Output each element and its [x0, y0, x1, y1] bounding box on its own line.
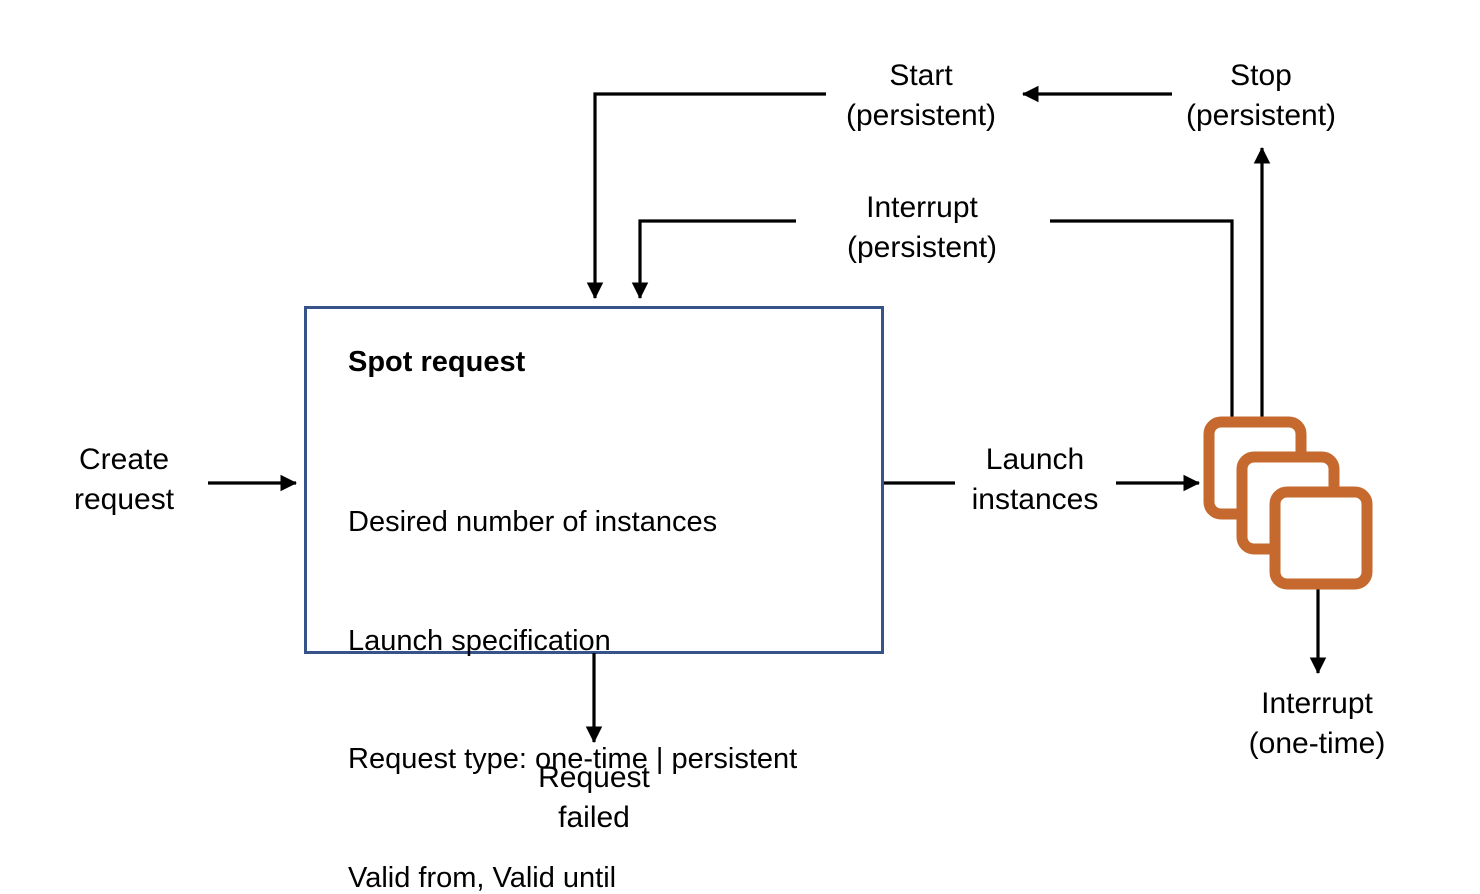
spot-request-heading: Spot request: [348, 346, 526, 378]
instances-to-interrupt-persistent-connector: [1050, 219, 1234, 424]
spot-request-details: Desired number of instances Launch speci…: [348, 424, 797, 894]
interrupt-persistent-connector: [631, 219, 796, 299]
spot-request-detail-line: Valid from, Valid until: [348, 861, 617, 894]
spot-request-detail-line: Desired number of instances: [348, 506, 718, 538]
spot-request-detail-line: Request type: one-time | persistent: [348, 743, 798, 775]
spot-request-box: [304, 306, 884, 654]
instances-stack-icon: [1203, 416, 1373, 590]
start-persistent-connector: [586, 92, 826, 299]
spot-request-detail-line: Launch specification: [348, 624, 611, 657]
